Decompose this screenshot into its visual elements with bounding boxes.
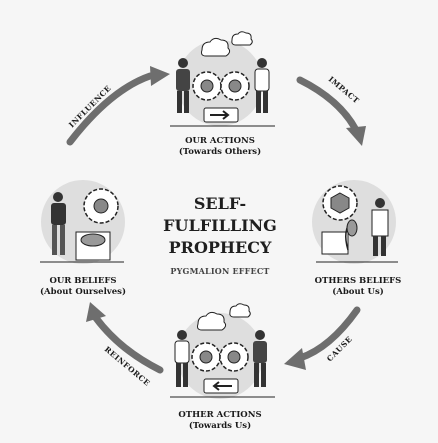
node-label-our-beliefs: OUR BELIEFS (About Ourselves) xyxy=(30,276,136,298)
node-title: OUR BELIEFS xyxy=(49,276,117,286)
cloud-icon xyxy=(201,31,253,57)
center-subtitle: PYGMALION EFFECT xyxy=(170,266,270,276)
plant-icon xyxy=(321,219,358,255)
illustration-our-actions xyxy=(170,31,275,127)
person-icon xyxy=(371,198,389,256)
illustration-other-actions xyxy=(170,303,275,399)
node-label-our-actions: OUR ACTIONS (Towards Others) xyxy=(170,136,270,158)
node-subtitle: (Towards Us) xyxy=(188,421,252,431)
node-label-others-beliefs: OTHERS BELIEFS (About Us) xyxy=(308,276,408,298)
gear-icon xyxy=(192,71,250,101)
arrow-cause: CAUSE xyxy=(284,306,361,370)
title-line-3: PROPHECY xyxy=(168,238,272,257)
cloud-icon xyxy=(197,303,251,331)
gear-icon xyxy=(83,188,119,224)
title-line-2: FULFILLING xyxy=(163,216,277,235)
plant-icon xyxy=(75,231,111,261)
cube-icon xyxy=(330,192,350,214)
node-title: OTHER ACTIONS xyxy=(178,410,262,420)
arrow-reinforce: REINFORCE xyxy=(86,302,164,388)
illustration-our-beliefs xyxy=(40,180,125,264)
node-title: OTHERS BELIEFS xyxy=(314,276,402,286)
person-icon xyxy=(253,330,267,387)
arrow-icon xyxy=(203,378,239,394)
illustration-others-beliefs xyxy=(312,180,398,264)
node-subtitle: (Towards Others) xyxy=(178,147,262,157)
person-icon xyxy=(51,192,66,255)
title-line-1: SELF- xyxy=(193,194,247,213)
node-subtitle: (About Ourselves) xyxy=(40,287,126,297)
node-subtitle: (About Us) xyxy=(332,287,384,297)
person-icon xyxy=(174,330,190,387)
arrow-impact: IMPACT xyxy=(296,75,366,146)
person-icon xyxy=(254,58,270,113)
arrow-icon xyxy=(203,107,239,123)
arrow-influence: INFLUENCE xyxy=(66,66,170,146)
gear-icon xyxy=(191,342,249,372)
person-icon xyxy=(176,58,190,113)
node-title: OUR ACTIONS xyxy=(185,136,255,146)
node-label-other-actions: OTHER ACTIONS (Towards Us) xyxy=(170,410,270,432)
center-title: SELF- FULFILLING PROPHECY PYGMALION EFFE… xyxy=(160,193,280,276)
